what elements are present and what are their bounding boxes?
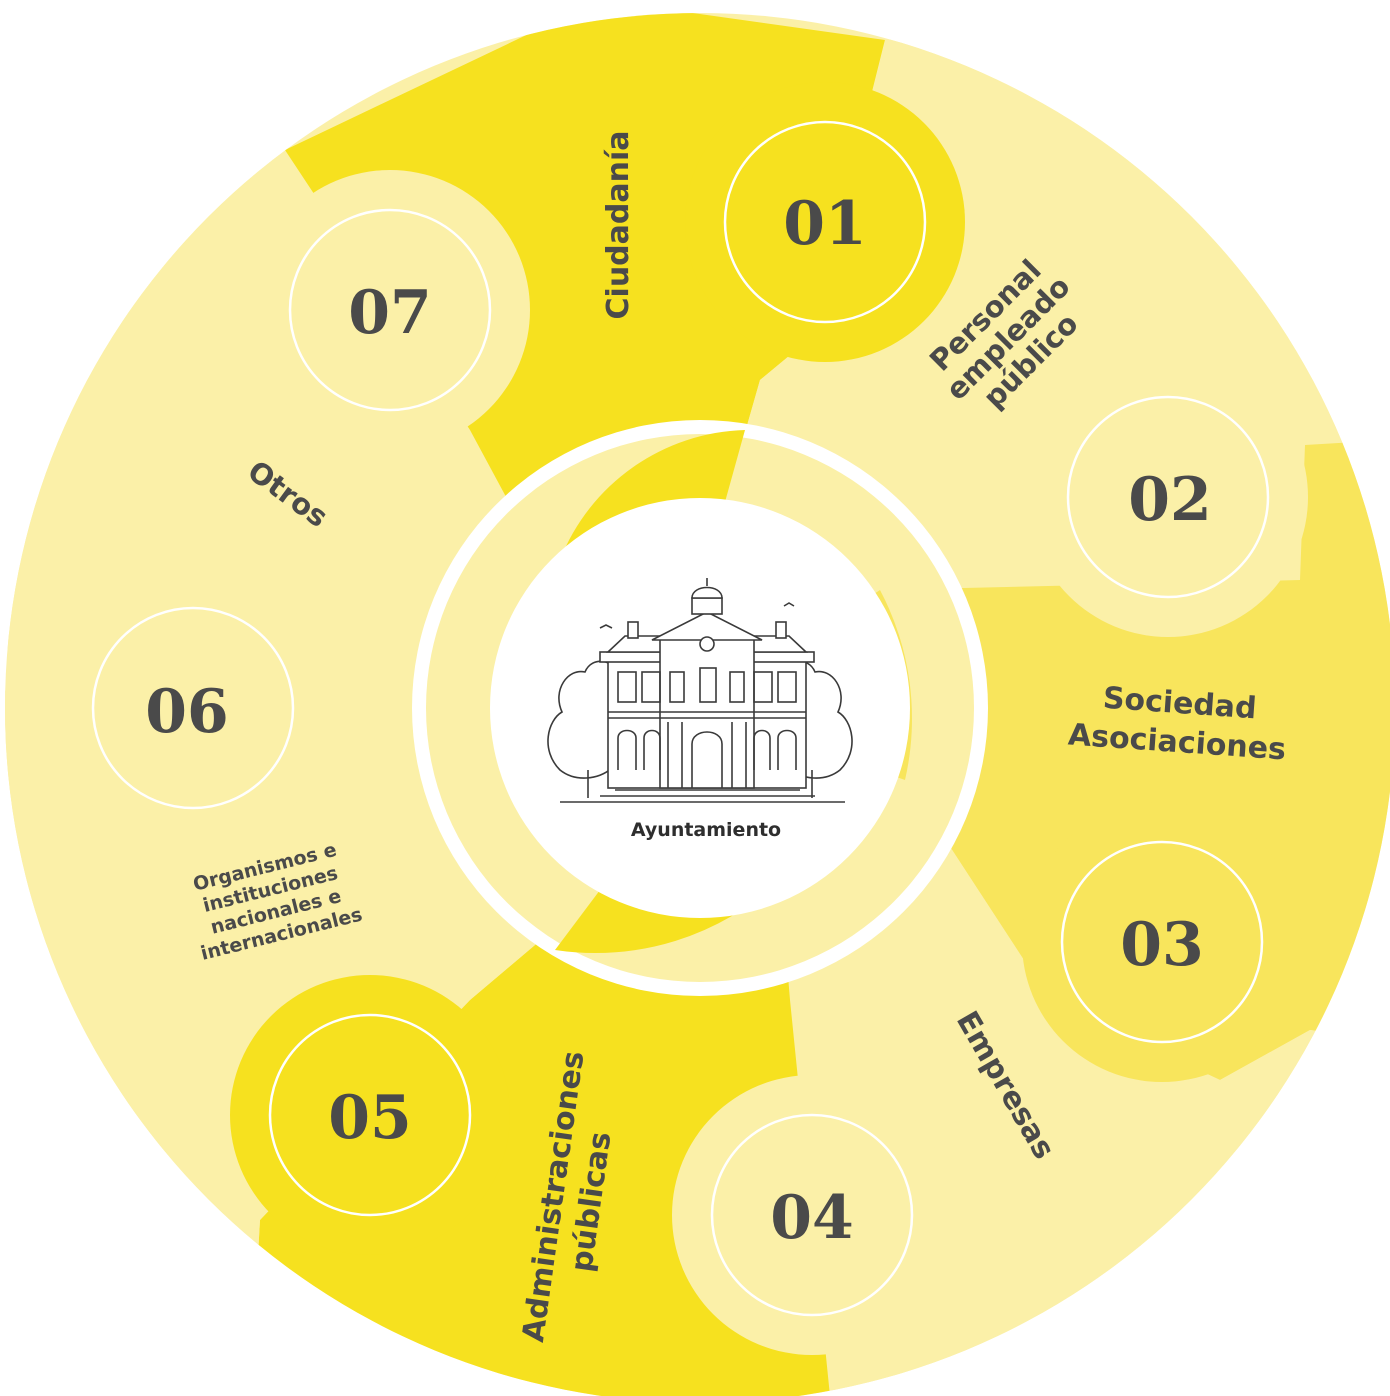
segment-label-01: Ciudadanía bbox=[601, 131, 636, 320]
segment-number-07: 07 bbox=[348, 278, 432, 348]
segment-number-05: 05 bbox=[328, 1083, 412, 1153]
number-ring-05 bbox=[268, 1013, 472, 1217]
number-labels: 01 02 03 04 05 06 07 bbox=[145, 189, 1212, 1253]
number-ring-06 bbox=[91, 606, 295, 810]
segment-number-01: 01 bbox=[783, 189, 867, 259]
number-ring-04 bbox=[710, 1113, 914, 1317]
segment-number-02: 02 bbox=[1128, 465, 1212, 535]
center-label: Ayuntamiento bbox=[631, 819, 781, 841]
number-ring-01 bbox=[723, 120, 927, 324]
number-circles bbox=[91, 120, 1270, 1317]
number-ring-03 bbox=[1060, 840, 1264, 1044]
segment-number-03: 03 bbox=[1120, 910, 1204, 980]
segment-number-04: 04 bbox=[770, 1183, 854, 1253]
segment-number-06: 06 bbox=[145, 677, 229, 747]
number-ring-07 bbox=[288, 208, 492, 412]
town-hall-building-icon bbox=[547, 578, 853, 803]
number-ring-02 bbox=[1066, 395, 1270, 599]
